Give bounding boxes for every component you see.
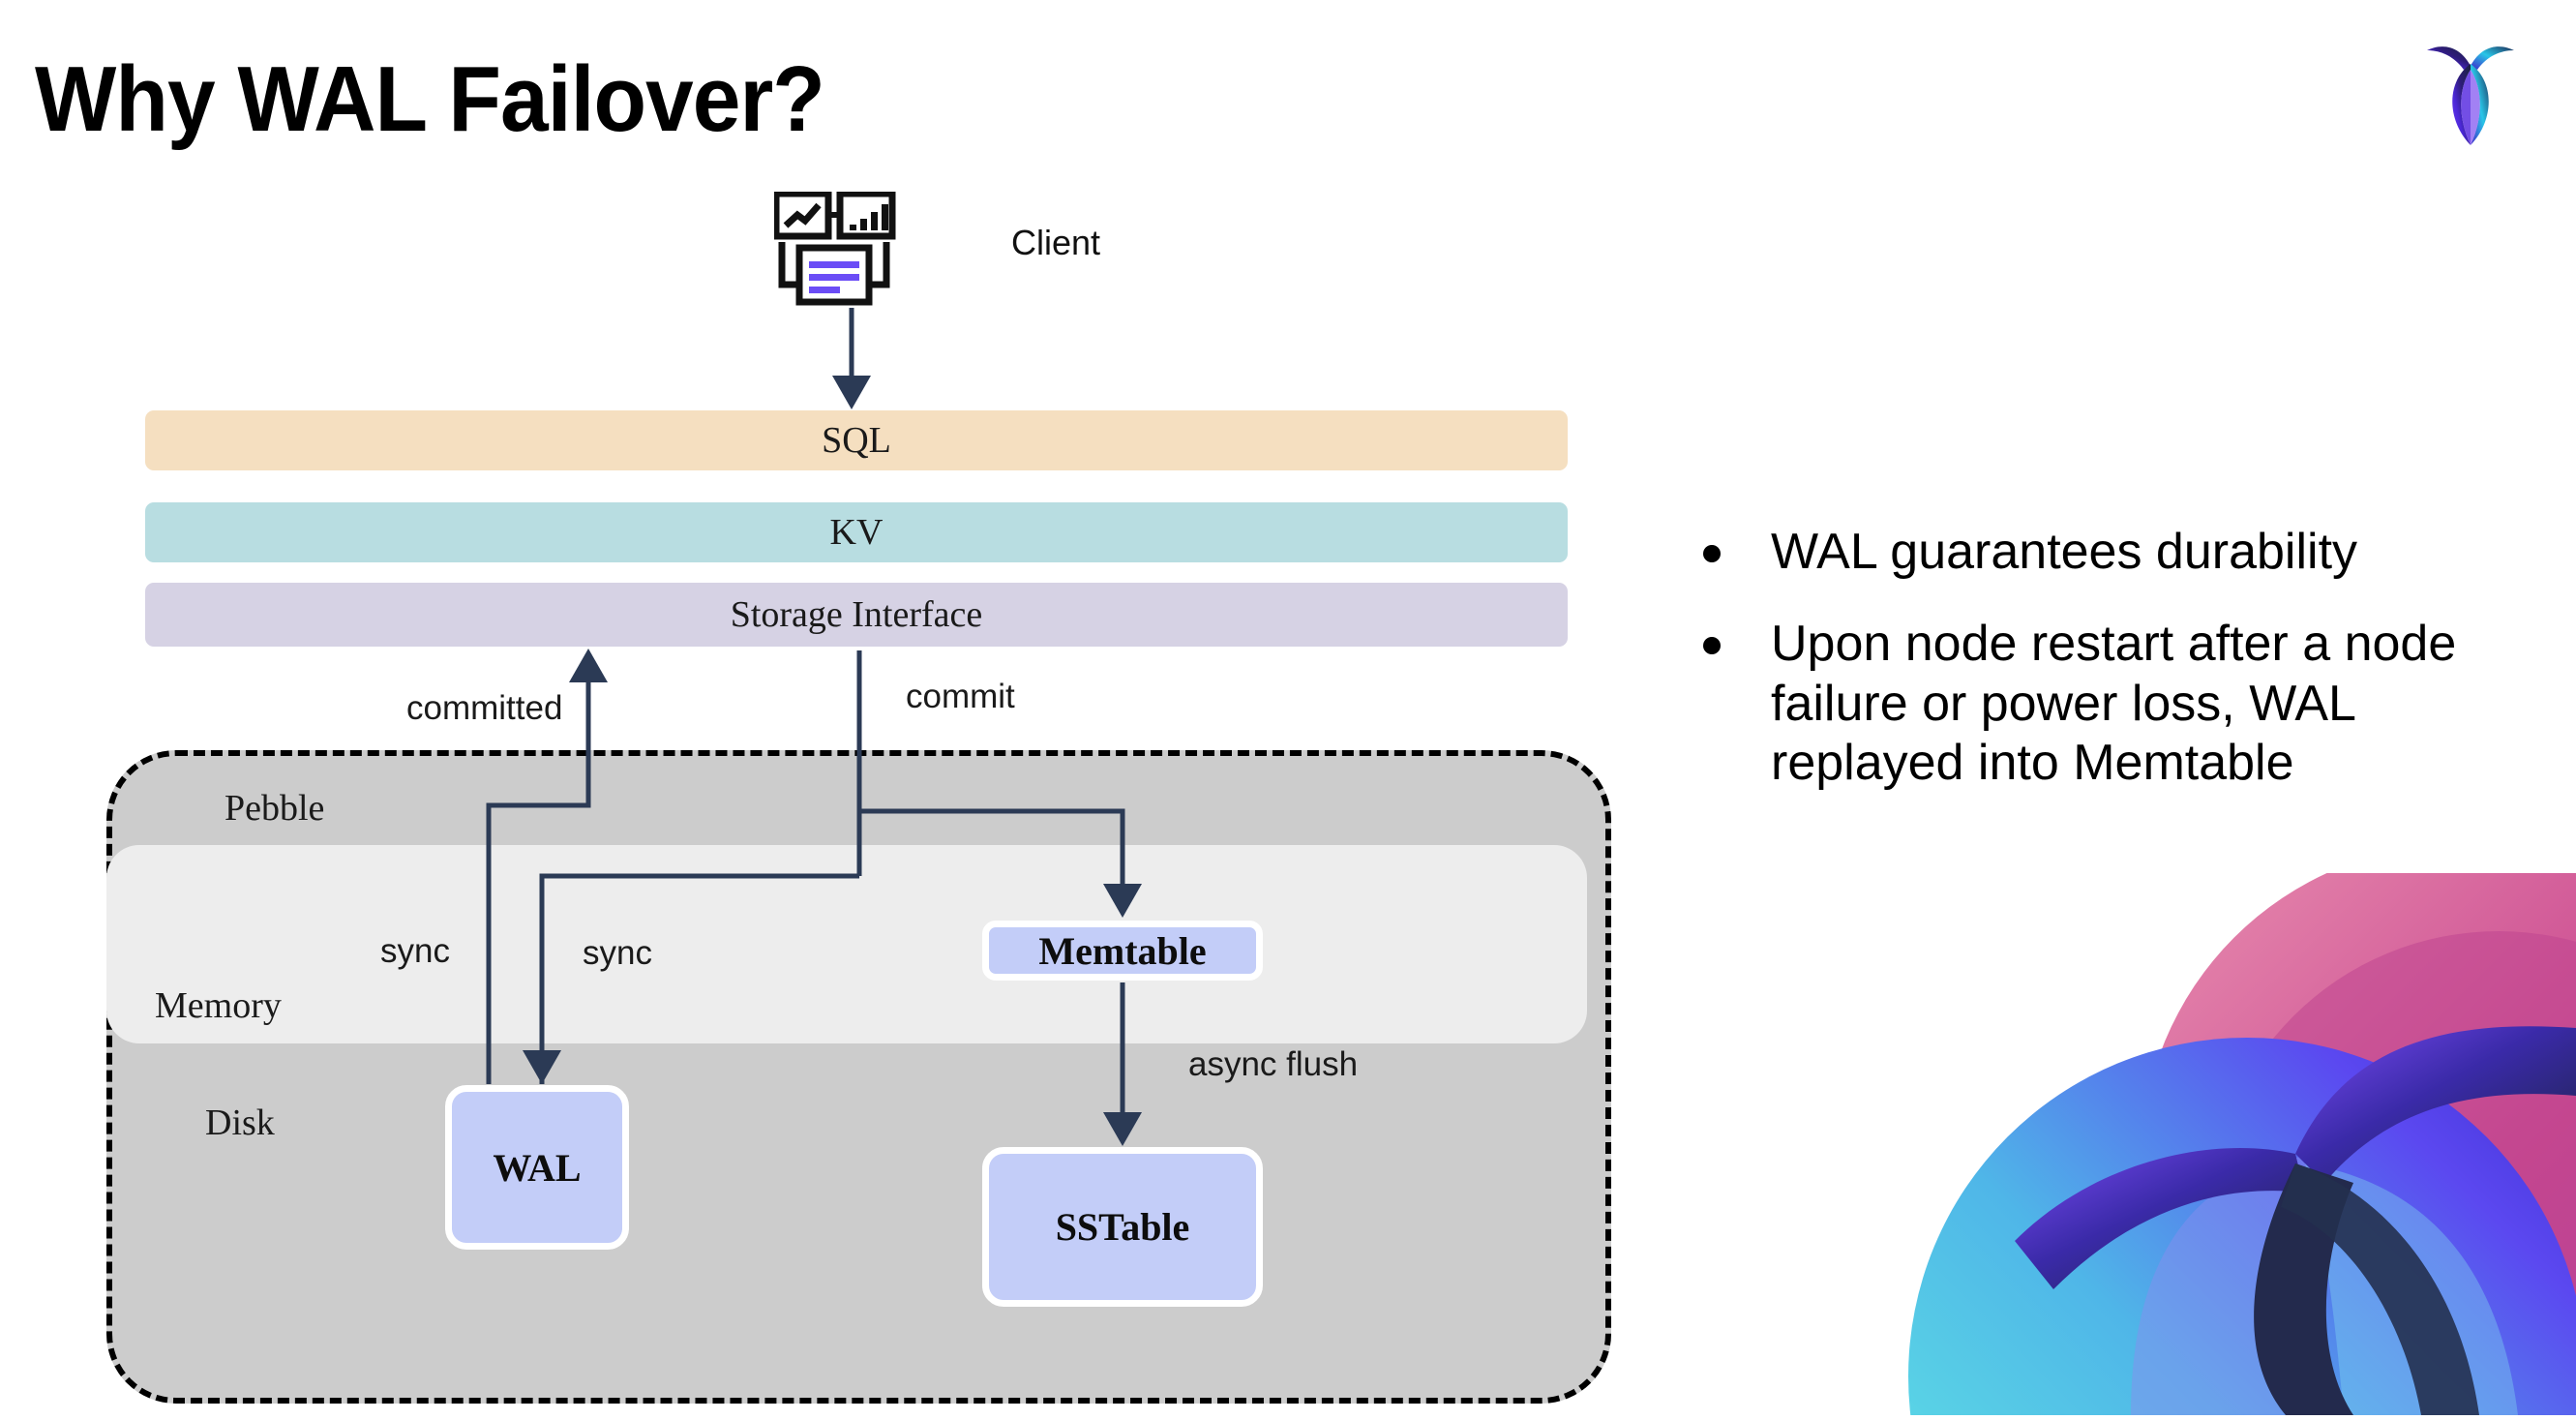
edge-label-committed: committed (406, 689, 563, 727)
zone-label-memory: Memory (155, 985, 282, 1026)
node-box-wal: WAL (445, 1085, 629, 1250)
node-box-memtable: Memtable (982, 921, 1263, 981)
zone-label-pebble: Pebble (225, 788, 325, 829)
memory-band (106, 845, 1587, 1043)
decorative-logo-art (1841, 873, 2576, 1415)
cockroachdb-logo (2417, 35, 2524, 149)
wal-architecture-diagram: Client SQL KV Storage Interface Pebble M… (106, 190, 1611, 1404)
node-box-sstable: SSTable (982, 1147, 1263, 1307)
bullet-text: Upon node restart after a node failure o… (1771, 616, 2457, 792)
layer-label-storage-interface: Storage Interface (730, 594, 983, 635)
edge-label-sync-2: sync (583, 934, 652, 972)
node-label-sstable: SSTable (1055, 1205, 1190, 1249)
node-label-memtable: Memtable (1038, 928, 1207, 973)
node-label-wal: WAL (493, 1145, 582, 1190)
layer-label-sql: SQL (822, 420, 891, 461)
list-item: WAL guarantees durability (1703, 523, 2535, 582)
client-label: Client (1011, 223, 1101, 262)
page-title: Why WAL Failover? (35, 47, 825, 151)
bullet-dot-icon (1703, 637, 1721, 655)
edge-label-commit: commit (906, 678, 1015, 715)
layer-bar-kv: KV (145, 502, 1568, 562)
list-item: Upon node restart after a node failure o… (1703, 615, 2535, 793)
client-dashboard-icon (772, 190, 929, 308)
zone-label-disk: Disk (205, 1103, 275, 1143)
bullet-list: WAL guarantees durability Upon node rest… (1703, 523, 2535, 826)
layer-bar-storage-interface: Storage Interface (145, 583, 1568, 647)
edge-label-sync-1: sync (380, 932, 450, 970)
bullet-text: WAL guarantees durability (1771, 524, 2358, 580)
bullet-dot-icon (1703, 545, 1721, 562)
layer-label-kv: KV (829, 512, 884, 553)
layer-bar-sql: SQL (145, 410, 1568, 470)
edge-label-async-flush: async flush (1188, 1045, 1359, 1083)
